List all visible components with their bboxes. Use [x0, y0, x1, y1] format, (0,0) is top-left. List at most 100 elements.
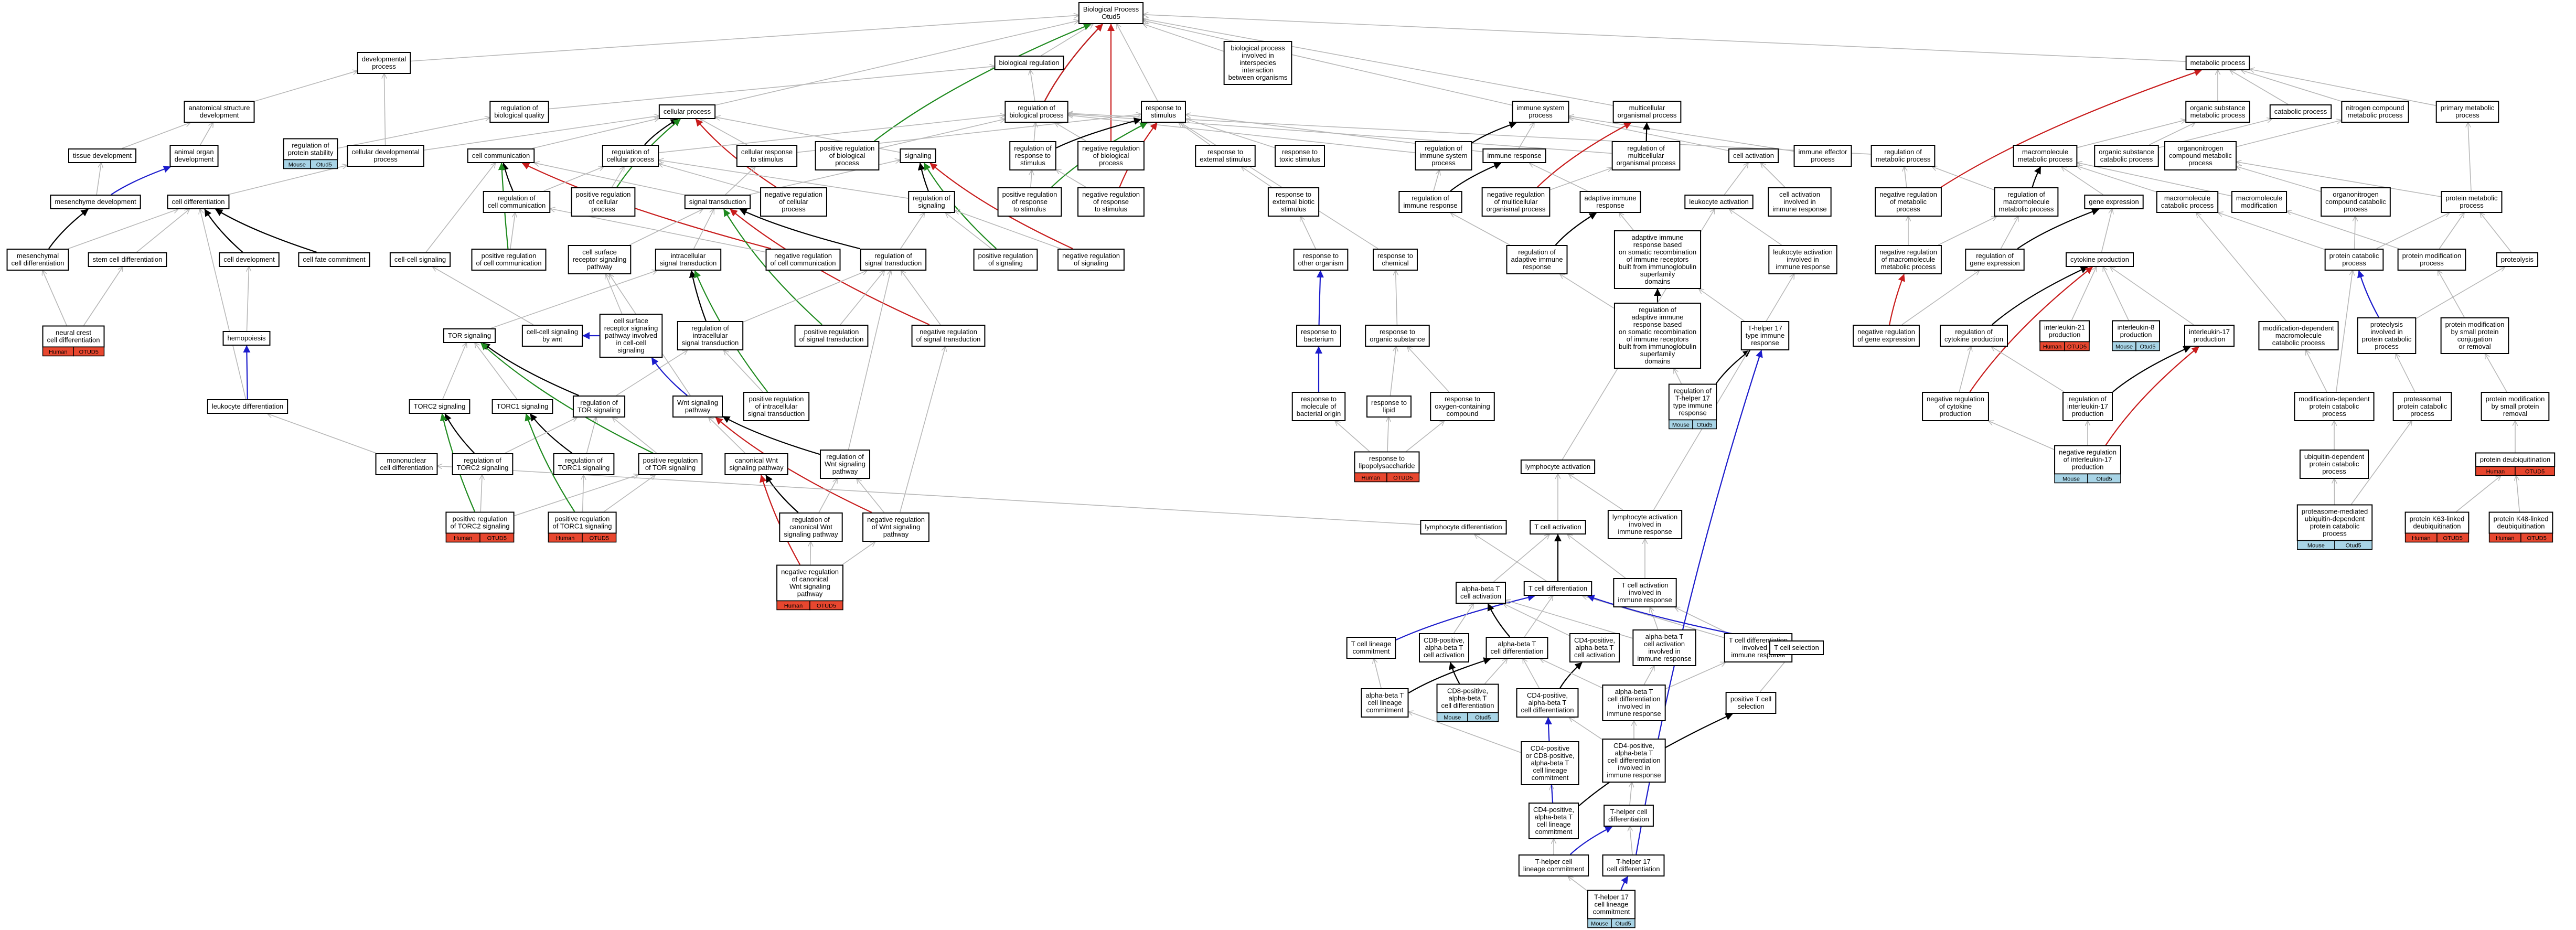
go-term-node[interactable]: cell development [219, 252, 280, 267]
go-term-node[interactable]: lymphocyte activation [1520, 459, 1596, 474]
go-term-node[interactable]: TORC1 signaling [491, 399, 553, 414]
go-term-node[interactable]: proteolysis [2496, 252, 2539, 267]
go-term-node[interactable]: TORC2 signaling [409, 399, 471, 414]
go-term-node[interactable]: lymphocyte differentiation [1420, 520, 1507, 535]
go-term-node[interactable]: leukocyte activation [1684, 195, 1754, 209]
go-term-node[interactable]: stem cell differentiation [88, 252, 167, 267]
go-term-node[interactable]: biological regulation [994, 56, 1064, 70]
go-term-node[interactable]: mesenchyme development [50, 195, 141, 209]
go-term-node[interactable]: signal transduction [684, 195, 751, 209]
go-term-node[interactable]: metabolic process [2185, 56, 2250, 70]
go-term-node[interactable]: tissue development [68, 148, 137, 163]
go-term-node[interactable]: catabolic process [2269, 104, 2332, 119]
go-term-node[interactable]: T cell selection [1769, 640, 1824, 655]
go-term-node[interactable]: cell communication [467, 148, 535, 163]
go-term-node[interactable]: immune response [1482, 148, 1546, 163]
go-term-node[interactable]: cytokine production [2065, 252, 2134, 267]
go-term-node[interactable]: cell fate commitment [298, 252, 370, 267]
go-term-node[interactable]: cellular process [658, 104, 716, 119]
go-term-node[interactable]: T cell differentiation [1523, 581, 1592, 596]
go-term-node[interactable]: signaling [900, 148, 936, 163]
